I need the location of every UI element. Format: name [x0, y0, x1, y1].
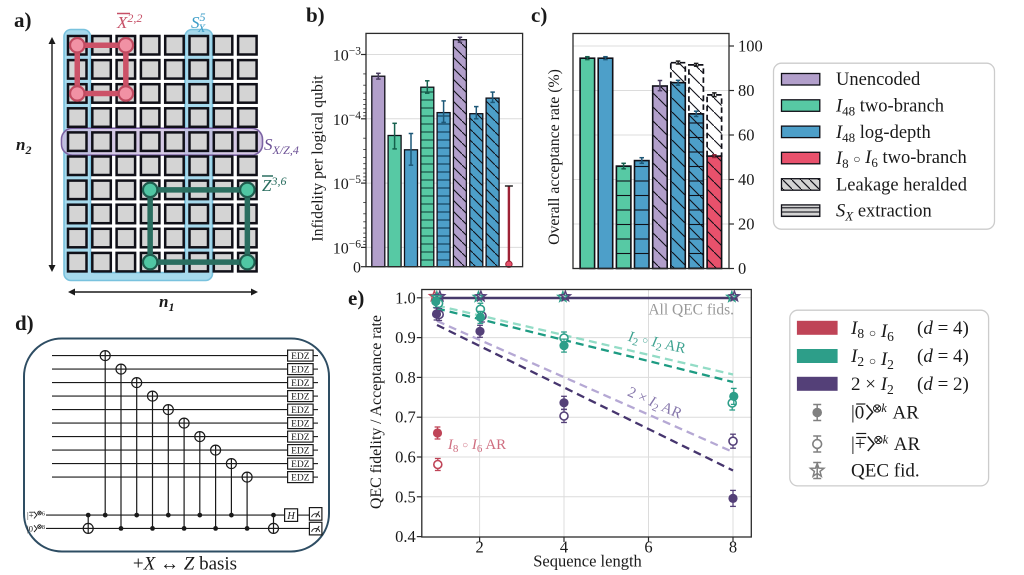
- svg-text:I8 ○ I6 AR: I8 ○ I6 AR: [447, 437, 506, 455]
- svg-text:0.9: 0.9: [395, 328, 416, 347]
- svg-text:EDZ: EDZ: [291, 366, 310, 376]
- svg-text:6: 6: [42, 510, 46, 517]
- svg-text:QEC fid.: QEC fid.: [851, 461, 920, 482]
- svg-text:(d = 4): (d = 4): [917, 318, 969, 339]
- svg-text:d): d): [15, 311, 34, 335]
- svg-text:EDZ: EDZ: [291, 393, 310, 403]
- svg-text:8: 8: [729, 538, 737, 557]
- svg-text:Leakage heralded: Leakage heralded: [836, 175, 968, 195]
- svg-text:EDZ: EDZ: [291, 406, 310, 416]
- svg-text:0: 0: [353, 260, 361, 277]
- svg-text:|+: |+: [851, 434, 866, 455]
- svg-text:|+: |+: [27, 510, 34, 520]
- svg-text:1.0: 1.0: [395, 288, 416, 307]
- svg-text:2 × I2: 2 × I2: [851, 374, 894, 397]
- svg-text:I8 ○ I6: I8 ○ I6: [850, 318, 894, 344]
- svg-text:e): e): [348, 286, 364, 310]
- svg-text:8: 8: [42, 524, 45, 531]
- svg-text:6: 6: [644, 538, 652, 557]
- svg-text:All QEC fids.: All QEC fids.: [648, 302, 734, 319]
- svg-text:10−6: 10−6: [333, 238, 361, 257]
- svg-text:20: 20: [738, 215, 755, 234]
- svg-text:2: 2: [475, 538, 483, 557]
- svg-text:EDZ: EDZ: [291, 474, 310, 484]
- svg-text:0.8: 0.8: [395, 368, 416, 387]
- svg-text:0.7: 0.7: [395, 408, 416, 427]
- svg-text:a): a): [14, 8, 32, 32]
- svg-text:EDZ: EDZ: [291, 447, 310, 457]
- svg-text:AR: AR: [893, 403, 920, 424]
- svg-text:EDZ: EDZ: [291, 433, 310, 443]
- svg-text:AR: AR: [894, 434, 921, 455]
- svg-text:0.6: 0.6: [395, 448, 416, 467]
- svg-text:EDZ: EDZ: [291, 379, 310, 389]
- svg-text:|0: |0: [851, 403, 864, 424]
- svg-text:b): b): [306, 3, 325, 27]
- svg-text:40: 40: [738, 170, 755, 189]
- svg-text:0.4: 0.4: [395, 527, 416, 546]
- svg-text:EDZ: EDZ: [291, 420, 310, 430]
- svg-text:4: 4: [560, 538, 568, 557]
- svg-text:+X ↔ Z basis: +X ↔ Z basis: [133, 554, 237, 575]
- svg-text:|0: |0: [27, 524, 33, 534]
- svg-text:EDZ: EDZ: [291, 352, 310, 362]
- svg-text:SX extraction: SX extraction: [836, 202, 932, 224]
- svg-text:I2 ○ I2: I2 ○ I2: [850, 346, 894, 372]
- svg-text:I2 ○ I2 AR: I2 ○ I2 AR: [625, 329, 687, 359]
- svg-text:H: H: [286, 511, 296, 522]
- svg-text:100: 100: [738, 37, 763, 56]
- svg-text:c): c): [531, 3, 547, 27]
- svg-text:QEC fidelity / Acceptance rate: QEC fidelity / Acceptance rate: [368, 315, 385, 509]
- svg-text:I48 two-branch: I48 two-branch: [835, 97, 944, 119]
- svg-text:I8 ○ I6 two-branch: I8 ○ I6 two-branch: [835, 148, 967, 171]
- svg-text:k: k: [881, 401, 887, 415]
- svg-text:Sequence length: Sequence length: [533, 552, 642, 571]
- svg-text:0.5: 0.5: [395, 487, 416, 506]
- svg-text:Overall acceptance rate (%): Overall acceptance rate (%): [546, 69, 563, 245]
- svg-text:I48 log-depth: I48 log-depth: [835, 123, 931, 145]
- svg-text:60: 60: [738, 126, 755, 145]
- svg-text:S5X: S5X: [191, 10, 206, 35]
- svg-text:(d = 4): (d = 4): [917, 346, 969, 367]
- svg-text:Unencoded: Unencoded: [836, 70, 921, 90]
- svg-text:EDZ: EDZ: [291, 460, 310, 470]
- svg-text:(d = 2): (d = 2): [917, 374, 969, 395]
- svg-text:Infidelity per logical qubit: Infidelity per logical qubit: [310, 75, 327, 242]
- svg-text:80: 80: [738, 81, 755, 100]
- svg-text:k: k: [883, 433, 889, 447]
- svg-text:0: 0: [738, 259, 746, 278]
